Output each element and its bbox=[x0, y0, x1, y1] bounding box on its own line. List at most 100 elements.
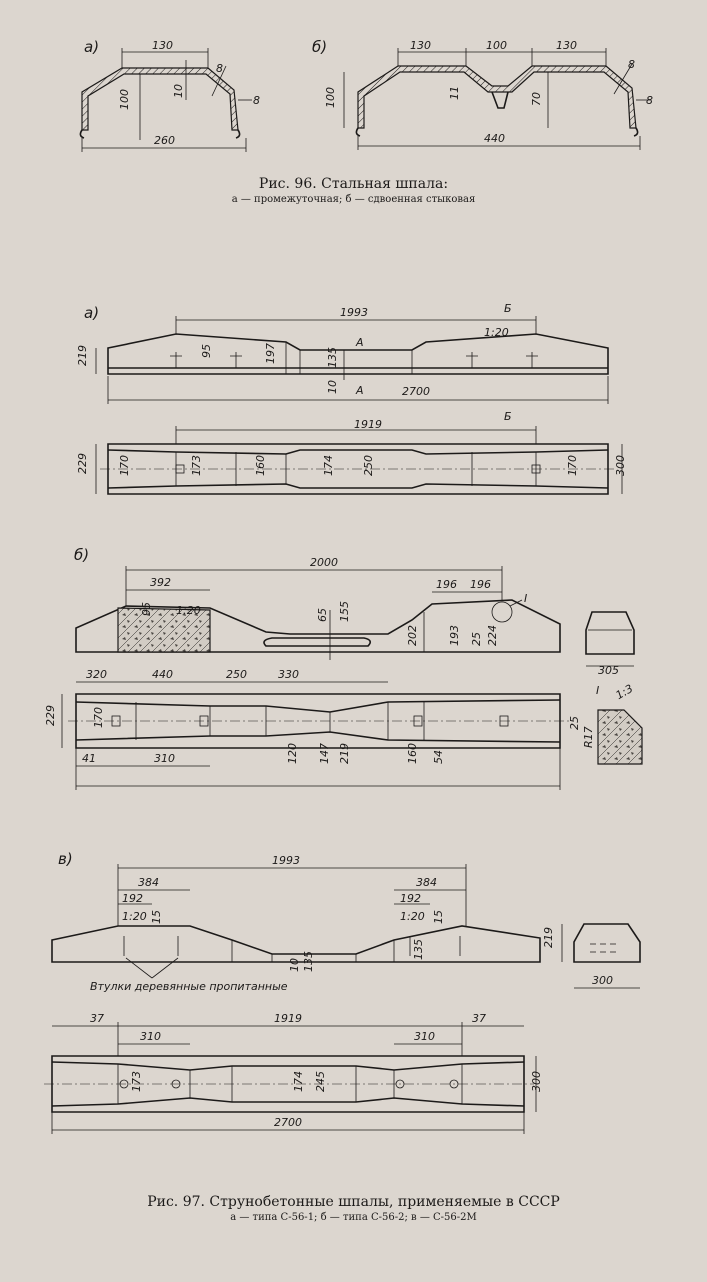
fig97-a-dim-1993: 1993 bbox=[340, 306, 368, 319]
fig97-b-plan-dim-54: 54 bbox=[432, 750, 445, 764]
fig97-b-dim-196a: 196 bbox=[436, 578, 457, 591]
fig97-a-dim-135: 135 bbox=[326, 347, 339, 368]
fig97-b-cross-section: 305 bbox=[585, 611, 635, 677]
fig97-b-plan-dim-120: 120 bbox=[286, 743, 299, 764]
fig97-b-slope: 1:20 bbox=[176, 604, 201, 617]
fig97-b-plan-dim-310: 310 bbox=[154, 752, 175, 765]
fig97-caption-block: Рис. 97. Струнобетонные шпалы, применяем… bbox=[0, 1194, 707, 1223]
fig97-c-plan-dim-300: 300 bbox=[530, 1071, 543, 1092]
fig96-a-profile: а) 130 10 100 8 8 260 bbox=[79, 38, 260, 152]
fig97-subcaption: а — типа С-56-1; б — типа С-56-2; в — С-… bbox=[230, 1212, 477, 1223]
fig96-b-dim-70: 70 bbox=[530, 92, 543, 106]
fig97-c-dim-15b: 15 bbox=[432, 910, 445, 924]
fig97-b-plan-dim-147: 147 bbox=[318, 743, 331, 764]
fig97-b-side-view: б) 2000 392 196 196 95 1:20 65 155 202 1… bbox=[74, 546, 561, 660]
fig97-b-plan-dim-170: 170 bbox=[92, 707, 105, 728]
fig97-c-dim-192a: 192 bbox=[122, 892, 143, 905]
fig97-b-detail-marker: I bbox=[524, 592, 527, 605]
fig97-a-section-b-top: Б bbox=[504, 302, 512, 315]
fig97-a-dim-10: 10 bbox=[326, 380, 339, 394]
fig97-a-plan-dim-170b: 170 bbox=[566, 455, 579, 476]
fig97-c-plan-dim-37b: 37 bbox=[472, 1012, 486, 1025]
fig97-a-dim-2700: 2700 bbox=[402, 385, 430, 398]
fig97-c-dim-192b: 192 bbox=[400, 892, 421, 905]
fig97-b-dim-392: 392 bbox=[150, 576, 171, 589]
fig97-b-dim-65: 65 bbox=[316, 608, 329, 622]
fig97-c-plan-dim-310b: 310 bbox=[414, 1030, 435, 1043]
fig96-a-dim-260: 260 bbox=[154, 134, 175, 147]
fig96-b-dim-11: 11 bbox=[448, 86, 461, 100]
fig97-c-dim-135a: 135 bbox=[302, 951, 315, 972]
fig97-c-slope-b: 1:20 bbox=[400, 910, 425, 923]
fig96-b-dim-8b: 8 bbox=[646, 94, 653, 107]
fig97-b-plan-view: 320 440 250 330 229 170 41 310 120 147 2… bbox=[44, 668, 570, 790]
fig97-a-label: а) bbox=[84, 304, 99, 322]
fig97-a-slope: 1:20 bbox=[484, 326, 509, 339]
fig97-b-dim-25: 25 bbox=[470, 632, 483, 646]
fig97-b-dim-2000: 2000 bbox=[310, 556, 338, 569]
fig97-b-detail-dim-25: 25 bbox=[568, 716, 581, 730]
fig97-c-dim-1993: 1993 bbox=[272, 854, 300, 867]
fig97-a-plan-dim-250: 250 bbox=[362, 455, 375, 476]
fig96-a-dim-8b: 8 bbox=[253, 94, 260, 107]
fig96-subcaption: а — промежуточная; б — сдвоенная стыкова… bbox=[231, 194, 476, 205]
fig97-a-side-view: а) 1993 Б 1:20 219 95 197 135 10 2700 А … bbox=[76, 302, 609, 404]
fig97-c-plan-dim-37a: 37 bbox=[90, 1012, 104, 1025]
fig96-a-dim-10: 10 bbox=[172, 84, 185, 98]
fig97-b-plan-dim-219: 219 bbox=[338, 743, 351, 764]
fig97-a-plan-dim-300: 300 bbox=[614, 455, 627, 476]
fig97-a-dim-197: 197 bbox=[264, 343, 277, 364]
fig97-a-plan-dim-160: 160 bbox=[254, 455, 267, 476]
fig97-b-detail-label: I bbox=[596, 684, 599, 697]
fig96-caption-block: Рис. 96. Стальная шпала: а — промежуточн… bbox=[0, 176, 707, 205]
fig97-a-plan-dim-229: 229 bbox=[76, 453, 89, 474]
fig97-b-plan-dim-440: 440 bbox=[152, 668, 173, 681]
fig97-b-dim-193: 193 bbox=[448, 625, 461, 646]
fig97-c-plan-dim-310a: 310 bbox=[140, 1030, 161, 1043]
fig97-b-detail-I: I 1:3 25 R17 bbox=[568, 682, 643, 765]
fig97-c-dim-384b: 384 bbox=[416, 876, 437, 889]
fig97-c-dim-135b: 135 bbox=[412, 939, 425, 960]
fig97-b-dim-95: 95 bbox=[140, 602, 153, 616]
fig97-a-section-a-top: А bbox=[355, 336, 364, 349]
fig96-b-dim-100: 100 bbox=[324, 87, 337, 108]
fig96-b-dim-130b: 130 bbox=[556, 39, 577, 52]
fig97-b-dim-202: 202 bbox=[406, 625, 419, 646]
fig97-c-slope-a: 1:20 bbox=[122, 910, 147, 923]
fig97-c-plan-dim-245: 245 bbox=[314, 1071, 327, 1092]
fig97-caption: Рис. 97. Струнобетонные шпалы, применяем… bbox=[147, 1194, 560, 1210]
fig97-b-plan-dim-320: 320 bbox=[86, 668, 107, 681]
fig96-a-dim-8a: 8 bbox=[216, 62, 223, 75]
fig97-c-label: в) bbox=[58, 850, 73, 868]
fig97-b-detail-radius: R17 bbox=[582, 726, 595, 748]
fig96-b-label: б) bbox=[312, 38, 327, 56]
fig97-c-section-dim-300: 300 bbox=[592, 974, 613, 987]
fig97-b-plan-dim-330: 330 bbox=[278, 668, 299, 681]
fig97-a-dim-95: 95 bbox=[200, 344, 213, 358]
fig97-c-cross-section: 219 300 bbox=[542, 923, 641, 989]
fig96-b-dim-130a: 130 bbox=[410, 39, 431, 52]
fig97-c-plan-dim-174: 174 bbox=[292, 1071, 305, 1092]
fig97-a-plan-dim-1919: 1919 bbox=[354, 418, 382, 431]
fig97-c-dim-384a: 384 bbox=[138, 876, 159, 889]
fig97-a-plan-dim-173: 173 bbox=[190, 455, 203, 476]
fig97-c-plan-dim-173: 173 bbox=[130, 1071, 143, 1092]
fig97-b-plan-dim-160: 160 bbox=[406, 743, 419, 764]
fig97-b-plan-dim-250: 250 bbox=[226, 668, 247, 681]
fig96-a-dim-130: 130 bbox=[152, 39, 173, 52]
fig97-c-plan-dim-2700: 2700 bbox=[274, 1116, 302, 1129]
fig97-c-dim-10: 10 bbox=[288, 958, 301, 972]
fig97-b-dim-196b: 196 bbox=[470, 578, 491, 591]
fig97-b-dim-224: 224 bbox=[486, 625, 499, 646]
fig97-a-section-b-bottom: Б bbox=[504, 410, 512, 423]
fig97-a-plan-dim-174: 174 bbox=[322, 455, 335, 476]
fig97-a-plan-view: 1919 Б 229 170 173 160 174 250 170 300 bbox=[76, 410, 627, 495]
fig97-c-section-dim-219: 219 bbox=[542, 927, 555, 948]
fig97-b-detail-slope: 1:3 bbox=[614, 682, 636, 702]
fig96-a-label: а) bbox=[84, 38, 99, 56]
fig97-a-dim-219: 219 bbox=[76, 345, 89, 366]
fig97-a-section-a-bottom: А bbox=[355, 384, 364, 397]
fig96-b-dim-100top: 100 bbox=[486, 39, 507, 52]
